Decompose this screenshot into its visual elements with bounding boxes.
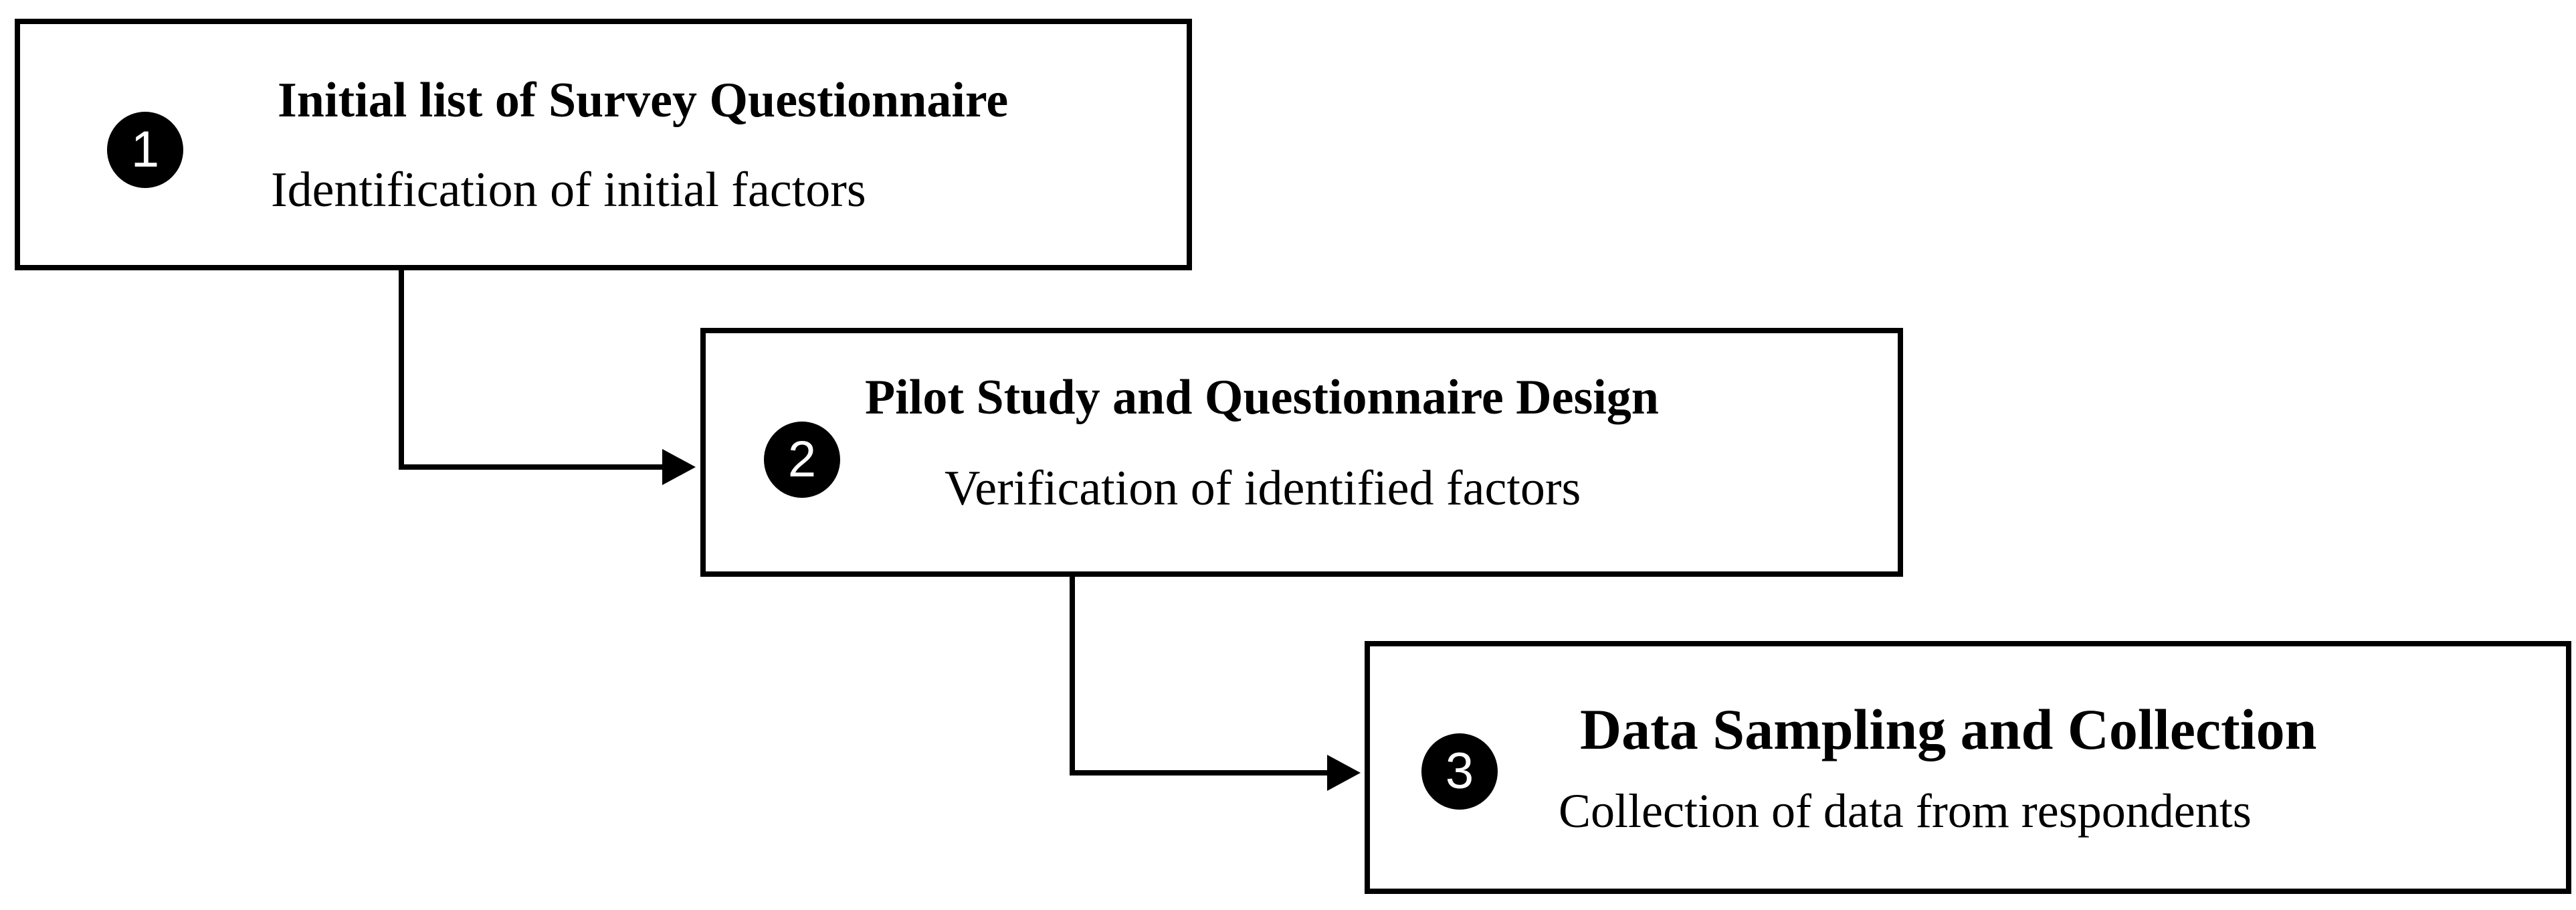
step-3-number-badge: 3 <box>1421 733 1498 810</box>
step-3-title: Data Sampling and Collection <box>1580 697 2317 761</box>
step-1-description: Identification of initial factors <box>271 163 866 217</box>
connector-step2-to-step3 <box>1070 574 1361 791</box>
step-2-number-badge: 2 <box>764 422 840 498</box>
arrowhead-1 <box>662 449 696 485</box>
step-2-description: Verification of identified factors <box>945 461 1581 516</box>
step-3-box: 3 Data Sampling and Collection Collectio… <box>1365 641 2571 894</box>
step-1-number-badge: 1 <box>107 112 183 188</box>
arrowhead-2 <box>1327 755 1361 791</box>
step-2-box: 2 Pilot Study and Questionnaire Design V… <box>700 328 1903 577</box>
step-1-title: Initial list of Survey Questionnaire <box>278 73 1009 128</box>
connector-line-1 <box>399 268 674 470</box>
step-2-title: Pilot Study and Questionnaire Design <box>865 370 1659 425</box>
step-1-box: 1 Initial list of Survey Questionnaire I… <box>15 19 1192 270</box>
step-3-description: Collection of data from respondents <box>1559 784 2252 838</box>
connector-step1-to-step2 <box>399 268 696 485</box>
connector-line-2 <box>1070 574 1339 776</box>
